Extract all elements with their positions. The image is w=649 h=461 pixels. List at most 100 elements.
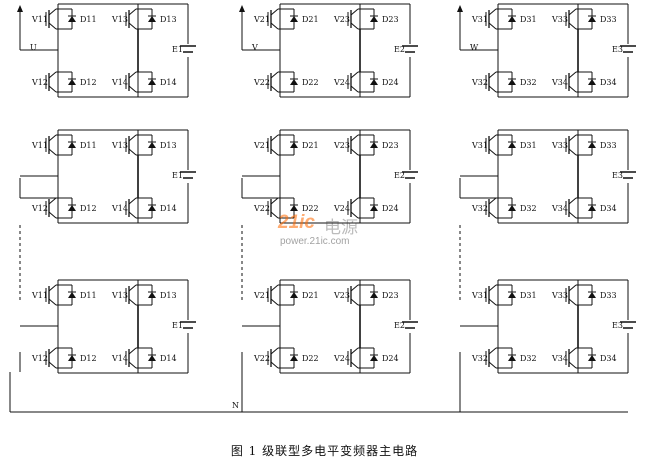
switch-label: V33 bbox=[551, 15, 568, 24]
diode-symbol bbox=[588, 16, 596, 22]
diode-label: D33 bbox=[600, 141, 617, 150]
neutral-label: N bbox=[232, 401, 239, 410]
diode-symbol bbox=[508, 205, 516, 211]
diode-symbol bbox=[148, 16, 156, 22]
output-arrow bbox=[17, 5, 23, 12]
source-label: E1 bbox=[172, 45, 183, 54]
igbt-collector bbox=[568, 134, 577, 142]
igbt-collector bbox=[128, 284, 137, 292]
switch-label: V23 bbox=[333, 15, 350, 24]
igbt-emitter bbox=[568, 148, 577, 156]
diode-label: D31 bbox=[520, 15, 537, 24]
diode-label: D32 bbox=[520, 78, 537, 87]
switch-label: V12 bbox=[31, 354, 48, 363]
igbt-emitter bbox=[488, 361, 497, 369]
diode-symbol bbox=[68, 142, 76, 148]
switch-label: V34 bbox=[551, 78, 568, 87]
diode-symbol bbox=[290, 355, 298, 361]
igbt-collector bbox=[488, 134, 497, 142]
igbt-collector bbox=[48, 71, 57, 79]
igbt-collector bbox=[128, 347, 137, 355]
igbt-emitter bbox=[270, 211, 279, 219]
diode-symbol bbox=[370, 142, 378, 148]
igbt-collector bbox=[270, 134, 279, 142]
switch-label: V22 bbox=[253, 78, 270, 87]
diode-label: D23 bbox=[382, 15, 399, 24]
diode-symbol bbox=[588, 142, 596, 148]
igbt-emitter bbox=[48, 148, 57, 156]
igbt-collector bbox=[488, 71, 497, 79]
diode-label: D11 bbox=[80, 15, 97, 24]
diode-label: D13 bbox=[160, 141, 177, 150]
diode-label: D11 bbox=[80, 291, 97, 300]
diode-label: D33 bbox=[600, 291, 617, 300]
diode-symbol bbox=[290, 292, 298, 298]
switch-label: V23 bbox=[333, 291, 350, 300]
diode-symbol bbox=[370, 205, 378, 211]
source-label: E2 bbox=[394, 45, 405, 54]
igbt-emitter bbox=[568, 211, 577, 219]
switch-label: V11 bbox=[31, 291, 48, 300]
igbt-emitter bbox=[488, 85, 497, 93]
igbt-collector bbox=[568, 197, 577, 205]
diode-symbol bbox=[68, 205, 76, 211]
output-arrow bbox=[457, 5, 463, 12]
switch-label: V12 bbox=[31, 78, 48, 87]
igbt-emitter bbox=[48, 22, 57, 30]
igbt-collector bbox=[488, 8, 497, 16]
igbt-emitter bbox=[488, 211, 497, 219]
diode-label: D21 bbox=[302, 141, 319, 150]
igbt-emitter bbox=[568, 22, 577, 30]
igbt-collector bbox=[270, 197, 279, 205]
watermark-logo: 21ic bbox=[278, 212, 315, 233]
igbt-emitter bbox=[128, 211, 137, 219]
switch-label: V21 bbox=[253, 141, 270, 150]
diode-label: D23 bbox=[382, 291, 399, 300]
diode-label: D12 bbox=[80, 204, 97, 213]
igbt-collector bbox=[270, 284, 279, 292]
igbt-emitter bbox=[48, 361, 57, 369]
source-label: E1 bbox=[172, 321, 183, 330]
switch-label: V24 bbox=[333, 204, 350, 213]
source-label: E2 bbox=[394, 321, 405, 330]
igbt-emitter bbox=[350, 22, 359, 30]
igbt-emitter bbox=[128, 298, 137, 306]
switch-label: V12 bbox=[31, 204, 48, 213]
diode-label: D22 bbox=[302, 78, 319, 87]
diode-symbol bbox=[68, 16, 76, 22]
igbt-emitter bbox=[270, 298, 279, 306]
diode-symbol bbox=[370, 355, 378, 361]
diode-label: D12 bbox=[80, 354, 97, 363]
watermark-text: 电源 bbox=[324, 218, 358, 238]
diode-label: D14 bbox=[160, 78, 177, 87]
source-label: E3 bbox=[612, 171, 623, 180]
igbt-collector bbox=[488, 284, 497, 292]
source-label: E1 bbox=[172, 171, 183, 180]
igbt-emitter bbox=[48, 85, 57, 93]
diode-symbol bbox=[588, 205, 596, 211]
switch-label: V14 bbox=[111, 78, 128, 87]
diode-symbol bbox=[588, 79, 596, 85]
igbt-emitter bbox=[568, 298, 577, 306]
igbt-collector bbox=[568, 284, 577, 292]
diode-symbol bbox=[508, 79, 516, 85]
switch-label: V14 bbox=[111, 204, 128, 213]
igbt-collector bbox=[350, 71, 359, 79]
diode-label: D23 bbox=[382, 141, 399, 150]
switch-label: V13 bbox=[111, 291, 128, 300]
igbt-collector bbox=[48, 197, 57, 205]
switch-label: V21 bbox=[253, 15, 270, 24]
igbt-emitter bbox=[128, 148, 137, 156]
diode-symbol bbox=[290, 79, 298, 85]
diode-label: D31 bbox=[520, 291, 537, 300]
switch-label: V22 bbox=[253, 354, 270, 363]
diode-label: D32 bbox=[520, 204, 537, 213]
switch-label: V22 bbox=[253, 204, 270, 213]
phase-output-label: W bbox=[470, 43, 479, 52]
diode-label: D34 bbox=[600, 354, 617, 363]
switch-label: V11 bbox=[31, 15, 48, 24]
diode-label: D22 bbox=[302, 204, 319, 213]
igbt-collector bbox=[568, 8, 577, 16]
switch-label: V31 bbox=[471, 291, 488, 300]
